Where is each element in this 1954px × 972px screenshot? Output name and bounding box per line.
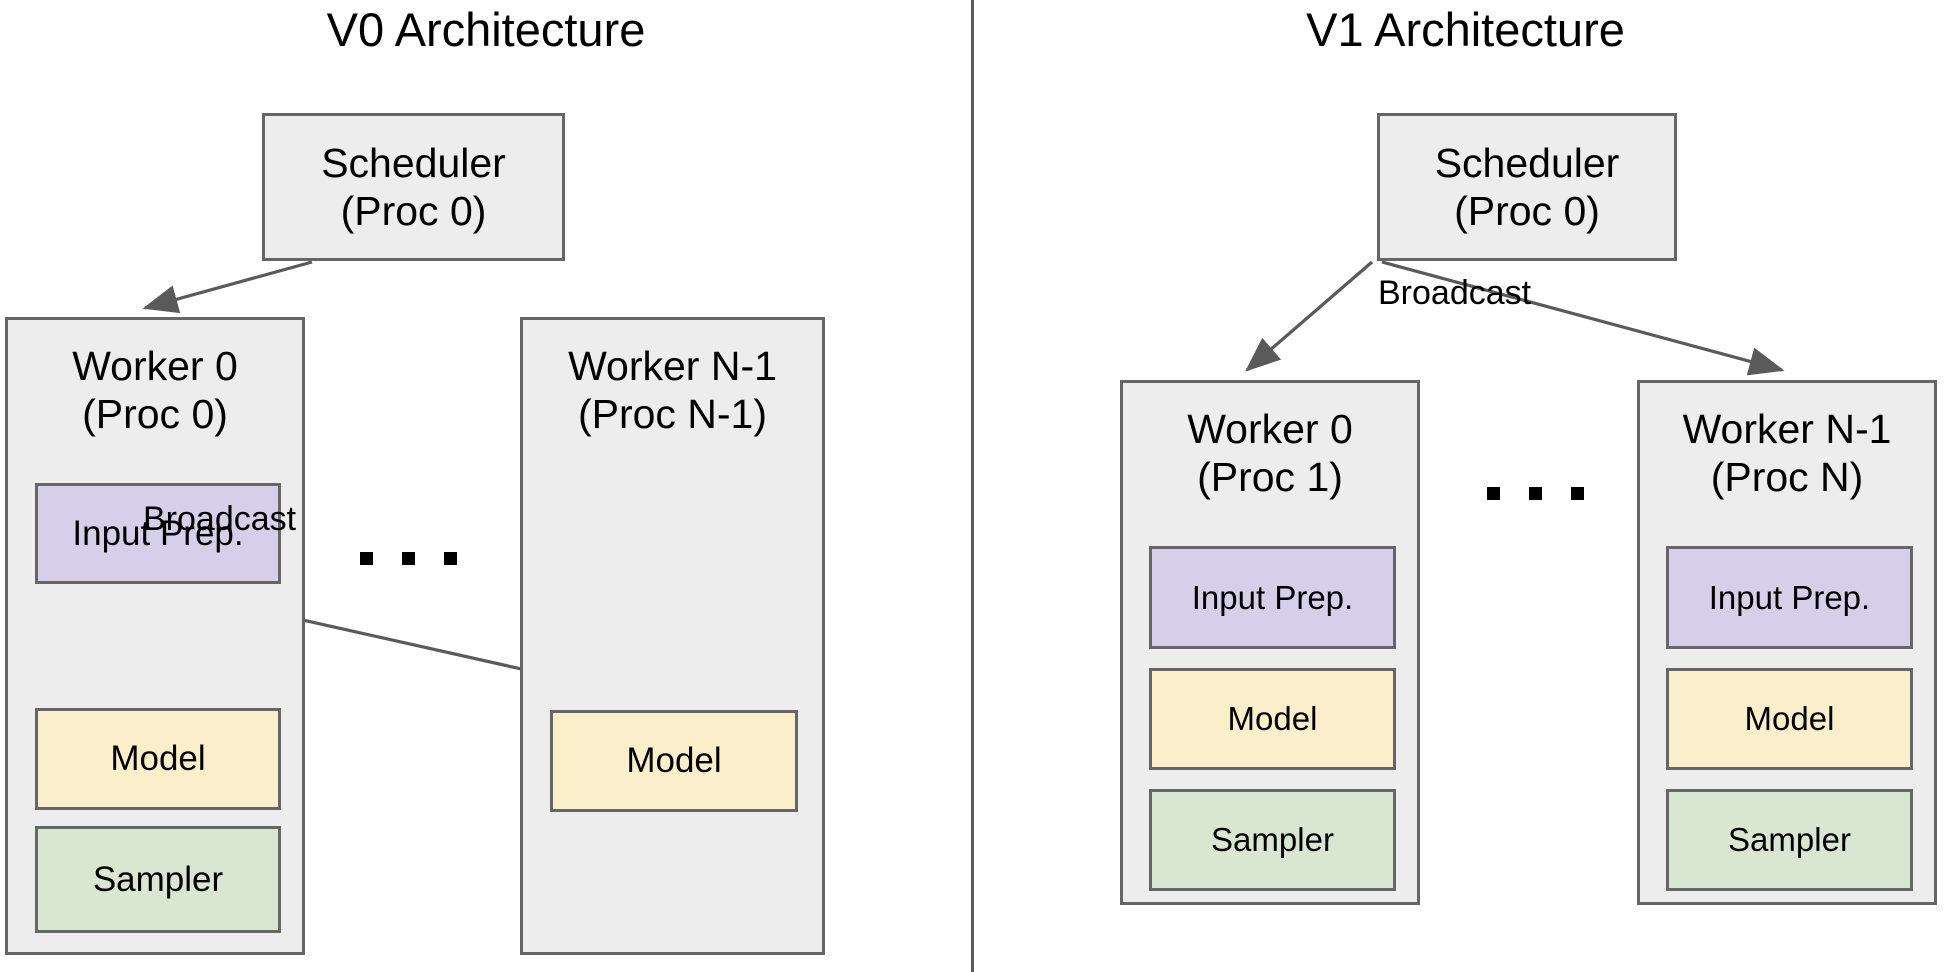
- v1-worker-n-1-input-prep-box[interactable]: Input Prep.: [1666, 546, 1913, 649]
- v0-worker-0-model-box[interactable]: Model: [35, 708, 281, 810]
- v1-worker-0-sampler-box[interactable]: Sampler: [1149, 789, 1396, 891]
- arrow-scheduler-to-worker0: [1245, 260, 1374, 372]
- panel-v1-architecture: V1 Architecture Scheduler (Proc 0) Broad…: [977, 0, 1954, 972]
- page-title-v1: V1 Architecture: [1306, 3, 1625, 56]
- v0-worker-0-input-prep-label: Input Prep.: [72, 513, 244, 553]
- v1-worker-0-input-prep-box[interactable]: Input Prep.: [1149, 546, 1396, 649]
- v0-scheduler-box[interactable]: Scheduler (Proc 0): [262, 113, 565, 261]
- v1-worker-n-1-sampler-label: Sampler: [1728, 821, 1851, 858]
- v1-worker-n-1-sampler-box[interactable]: Sampler: [1666, 789, 1913, 891]
- v0-worker-0-sampler-box[interactable]: Sampler: [35, 826, 281, 933]
- v1-worker-0-input-prep-label: Input Prep.: [1191, 578, 1354, 616]
- v0-worker-0-model-label: Model: [110, 739, 206, 778]
- v0-ellipsis: [360, 552, 457, 565]
- v1-worker-n-1-box[interactable]: Worker N-1 (Proc N) Input Prep. Model Sa…: [1637, 380, 1937, 905]
- v0-ellipsis-dot-2: [402, 552, 415, 565]
- v1-worker-n-1-label: Worker N-1 (Proc N): [1682, 406, 1892, 501]
- v1-scheduler-label: Scheduler (Proc 0): [1434, 139, 1620, 234]
- v1-worker-0-label: Worker 0 (Proc 1): [1187, 406, 1353, 501]
- v0-worker-0-label: Worker 0 (Proc 0): [72, 343, 238, 438]
- v1-ellipsis-dot-3: [1571, 487, 1584, 500]
- panel-v0-architecture: V0 Architecture Scheduler (Proc 0) Worke…: [0, 0, 972, 972]
- v0-worker-0-input-prep-box[interactable]: Input Prep.: [35, 483, 281, 584]
- v1-worker-n-1-model-label: Model: [1744, 700, 1835, 737]
- v1-ellipsis-dot-1: [1487, 487, 1500, 500]
- arrow-scheduler-to-worker0: [142, 260, 313, 314]
- v0-ellipsis-dot-3: [444, 552, 457, 565]
- panel-divider: [971, 0, 974, 972]
- v0-scheduler-label: Scheduler (Proc 0): [321, 139, 506, 234]
- v0-worker-n-1-model-label: Model: [626, 741, 722, 780]
- v0-worker-0-sampler-label: Sampler: [92, 859, 224, 899]
- page-title-v0: V0 Architecture: [326, 3, 646, 56]
- v0-broadcast-edge-label: Broadcast: [143, 500, 297, 538]
- v1-worker-0-box[interactable]: Worker 0 (Proc 1) Input Prep. Model Samp…: [1120, 380, 1420, 905]
- v1-ellipsis: [1487, 487, 1584, 500]
- v0-worker-n-1-label: Worker N-1 (Proc N-1): [568, 343, 777, 438]
- v1-broadcast-edge-label: Broadcast: [1378, 274, 1532, 312]
- v1-worker-0-sampler-label: Sampler: [1211, 821, 1334, 858]
- v1-ellipsis-dot-2: [1529, 487, 1542, 500]
- v0-ellipsis-dot-1: [360, 552, 373, 565]
- v0-worker-n-1-box[interactable]: Worker N-1 (Proc N-1) Model: [520, 317, 825, 955]
- v1-worker-0-model-label: Model: [1227, 700, 1318, 737]
- v1-worker-0-model-box[interactable]: Model: [1149, 668, 1396, 770]
- v0-worker-n-1-model-box[interactable]: Model: [550, 710, 798, 812]
- v1-worker-n-1-model-box[interactable]: Model: [1666, 668, 1913, 770]
- v1-scheduler-box[interactable]: Scheduler (Proc 0): [1377, 113, 1677, 261]
- v1-worker-n-1-input-prep-label: Input Prep.: [1708, 578, 1871, 616]
- v0-worker-0-box[interactable]: Worker 0 (Proc 0) Input Prep. Model Samp…: [5, 317, 305, 955]
